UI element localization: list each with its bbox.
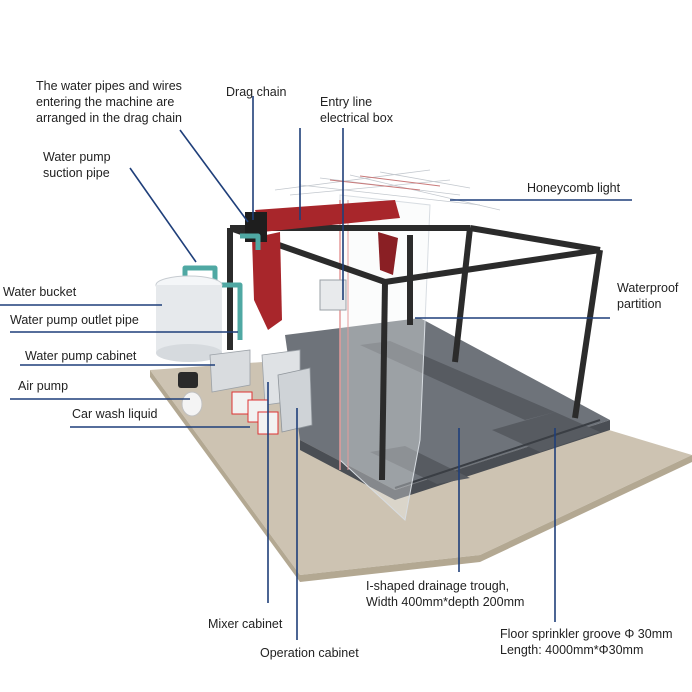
gantry-right-arm — [378, 232, 398, 275]
label-car-wash-liquid: Car wash liquid — [72, 407, 158, 421]
label-pipes-wires: The water pipes and wires entering the m… — [36, 79, 182, 125]
drainage-trough — [360, 341, 555, 420]
bucket-body — [156, 285, 222, 353]
honeycomb-light-red — [329, 175, 441, 191]
label-entry-box: Entry line electrical box — [320, 95, 393, 125]
drainage-trough-end-right — [492, 412, 600, 452]
water-pipes — [182, 233, 261, 340]
label-drag-chain: Drag chain — [226, 85, 287, 99]
gantry-top-beam — [255, 200, 400, 232]
floor-slab-edge — [150, 370, 300, 582]
label-water-bucket: Water bucket — [3, 285, 77, 299]
operation-cabinet-box — [277, 367, 313, 433]
steel-frame — [227, 225, 603, 481]
label-pump-cabinet: Water pump cabinet — [25, 349, 137, 363]
label-mixer-cabinet: Mixer cabinet — [208, 617, 283, 631]
label-outlet-pipe: Water pump outlet pipe — [10, 313, 139, 327]
drainage-trough-end — [370, 446, 470, 484]
sprinkler-groove-line — [394, 419, 601, 489]
label-operation-cabinet: Operation cabinet — [260, 646, 359, 660]
label-sprinkler-groove: Floor sprinkler groove Φ 30mm Length: 40… — [500, 627, 673, 657]
label-honeycomb-light: Honeycomb light — [527, 181, 621, 195]
pump-cabinet — [209, 349, 251, 393]
wash-platform — [285, 318, 610, 490]
label-waterproof-partition: Waterproof partition — [617, 281, 679, 311]
leader-lines — [0, 96, 632, 640]
label-air-pump: Air pump — [18, 379, 69, 393]
label-drainage-trough: I-shaped drainage trough, Width 400mm*de… — [366, 579, 525, 609]
gantry-left-arm — [252, 232, 282, 330]
bucket-bottom — [156, 344, 222, 362]
entry-electrical-box — [319, 279, 347, 311]
label-suction-pipe: Water pump suction pipe — [43, 150, 111, 180]
air-pump-unit — [178, 372, 198, 388]
